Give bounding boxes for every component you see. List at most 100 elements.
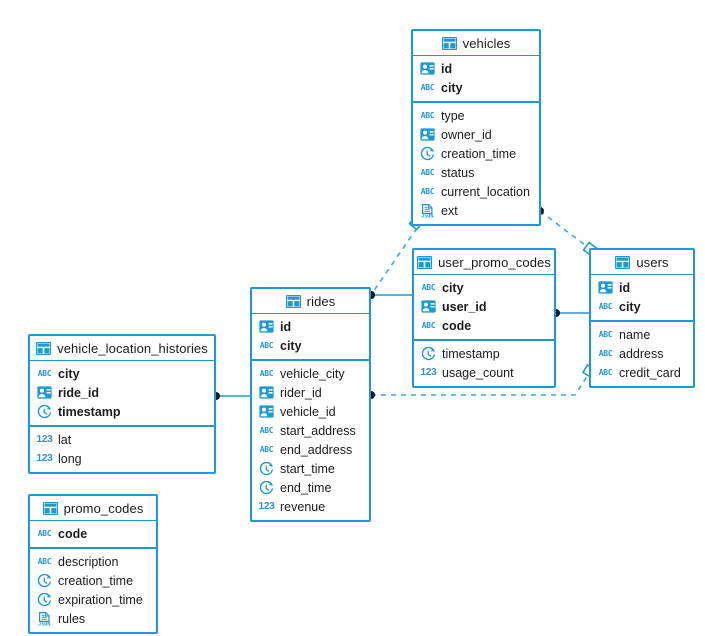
abc-icon: ABC	[420, 186, 435, 196]
attribute-section: ABC description creation_time expiration…	[30, 549, 156, 632]
abc-icon: ABC	[421, 320, 436, 330]
entity-title: user_promo_codes	[438, 254, 551, 270]
id-badge-icon	[259, 404, 274, 419]
attribute-row[interactable]: JSON ext	[421, 203, 458, 218]
table-icon	[36, 341, 52, 356]
attribute-row[interactable]: 123 long	[36, 451, 82, 466]
attribute-row[interactable]: ride_id	[30, 383, 214, 402]
entity-title: promo_codes	[63, 500, 144, 516]
abc-icon: ABC	[598, 329, 613, 339]
edge-user-promo-codes-users	[552, 309, 589, 317]
attribute-row[interactable]: vehicle_id	[252, 402, 369, 421]
abc-icon: ABC	[598, 348, 613, 358]
attribute-row[interactable]: ABC vehicle_city	[259, 366, 345, 381]
attribute-row[interactable]: ABC city	[421, 280, 464, 295]
abc-icon: ABC	[37, 528, 52, 538]
primary-key-section: id ABC city	[252, 314, 369, 361]
attribute-row[interactable]: ABC code	[421, 318, 472, 333]
abc-icon: ABC	[259, 444, 274, 454]
svg-text:JSON: JSON	[38, 621, 50, 626]
entity-users[interactable]: users id ABC city ABC name ABC address A…	[589, 248, 695, 388]
123-icon: 123	[420, 366, 437, 378]
entity-vehicle-location-histories[interactable]: vehicle_location_histories ABC city ride…	[28, 334, 216, 474]
id-badge-icon	[259, 385, 274, 400]
abc-icon: ABC	[420, 82, 435, 92]
entity-promo-codes[interactable]: promo_codes ABC code ABC description cre…	[28, 494, 158, 634]
attribute-row[interactable]: end_time	[252, 478, 369, 497]
attribute-row[interactable]: user_id	[414, 297, 554, 316]
attribute-row[interactable]: JSON rules	[37, 611, 86, 626]
table-icon	[615, 255, 631, 270]
svg-text:JSON: JSON	[421, 213, 433, 218]
clock-icon	[259, 480, 274, 495]
attribute-row[interactable]: ABC status	[420, 165, 475, 180]
attribute-row[interactable]: creation_time	[413, 144, 539, 163]
edge-rides-user-promo-codes	[367, 291, 412, 299]
primary-key-section: ABC city user_id ABC code	[414, 275, 554, 341]
abc-icon: ABC	[259, 425, 274, 435]
attribute-row[interactable]: ABC address	[598, 346, 664, 361]
123-icon: 123	[36, 433, 53, 445]
entity-title: vehicle_location_histories	[57, 340, 208, 356]
entity-user-promo-codes[interactable]: user_promo_codes ABC city user_id ABC co…	[412, 248, 556, 388]
abc-icon: ABC	[420, 167, 435, 177]
table-icon	[42, 501, 58, 516]
attribute-row[interactable]: ABC end_address	[259, 442, 353, 457]
123-icon: 123	[36, 452, 53, 464]
table-icon	[285, 294, 301, 309]
attribute-row[interactable]: ABC description	[37, 554, 119, 569]
attribute-row[interactable]: ABC city	[598, 299, 641, 314]
abc-icon: ABC	[421, 282, 436, 292]
attribute-row[interactable]: ABC current_location	[420, 184, 530, 199]
entity-header-promo-codes: promo_codes	[30, 496, 156, 521]
attribute-row[interactable]: rider_id	[252, 383, 369, 402]
attribute-row[interactable]: ABC credit_card	[598, 365, 681, 380]
attribute-row[interactable]: ABC name	[598, 327, 651, 342]
entity-title: vehicles	[462, 35, 511, 51]
attribute-section: ABC name ABC address ABC credit_card	[591, 322, 693, 386]
attribute-row[interactable]: ABC start_address	[259, 423, 356, 438]
entity-header-users: users	[591, 250, 693, 275]
attribute-row[interactable]: owner_id	[413, 125, 539, 144]
entity-title: users	[636, 254, 669, 270]
attribute-row[interactable]: 123 lat	[36, 432, 72, 447]
clock-icon	[259, 461, 274, 476]
edge-vehicle-location-histories-rides	[212, 392, 250, 400]
attribute-row[interactable]: 123 revenue	[258, 499, 326, 514]
attribute-row[interactable]: start_time	[252, 459, 369, 478]
attribute-section: ABC vehicle_city rider_id vehicle_id ABC…	[252, 361, 369, 520]
id-badge-icon	[37, 385, 52, 400]
attribute-row[interactable]: ABC city	[259, 338, 302, 353]
entity-rides[interactable]: rides id ABC city ABC vehicle_city rider…	[250, 287, 371, 522]
attribute-row[interactable]: id	[591, 278, 693, 297]
abc-icon: ABC	[420, 110, 435, 120]
attribute-row[interactable]: timestamp	[414, 344, 554, 363]
attribute-row[interactable]: timestamp	[30, 402, 214, 421]
attribute-row[interactable]: 123 usage_count	[420, 365, 514, 380]
primary-key-section: ABC city ride_id timestamp	[30, 361, 214, 427]
attribute-row[interactable]: creation_time	[30, 571, 156, 590]
clock-icon	[37, 592, 52, 607]
attribute-row[interactable]: id	[413, 59, 539, 78]
entity-header-vehicle-location-histories: vehicle_location_histories	[30, 336, 214, 361]
primary-key-section: id ABC city	[591, 275, 693, 322]
primary-key-section: id ABC city	[413, 56, 539, 103]
attribute-row[interactable]: id	[252, 317, 369, 336]
json-icon: JSON	[37, 611, 52, 626]
id-badge-icon	[259, 319, 274, 334]
attribute-row[interactable]: ABC code	[37, 526, 88, 541]
attribute-row[interactable]: ABC city	[37, 366, 80, 381]
entity-header-rides: rides	[252, 289, 369, 314]
clock-icon	[37, 404, 52, 419]
attribute-row[interactable]: ABC type	[420, 108, 465, 123]
attribute-row[interactable]: expiration_time	[30, 590, 156, 609]
attribute-row[interactable]: ABC city	[420, 80, 463, 95]
attribute-section: 123 lat 123 long	[30, 427, 214, 472]
entity-title: rides	[306, 293, 336, 309]
abc-icon: ABC	[37, 556, 52, 566]
table-icon	[441, 36, 457, 51]
abc-icon: ABC	[259, 368, 274, 378]
entity-vehicles[interactable]: vehicles id ABC city ABC type owner_id	[411, 29, 541, 226]
abc-icon: ABC	[598, 367, 613, 377]
